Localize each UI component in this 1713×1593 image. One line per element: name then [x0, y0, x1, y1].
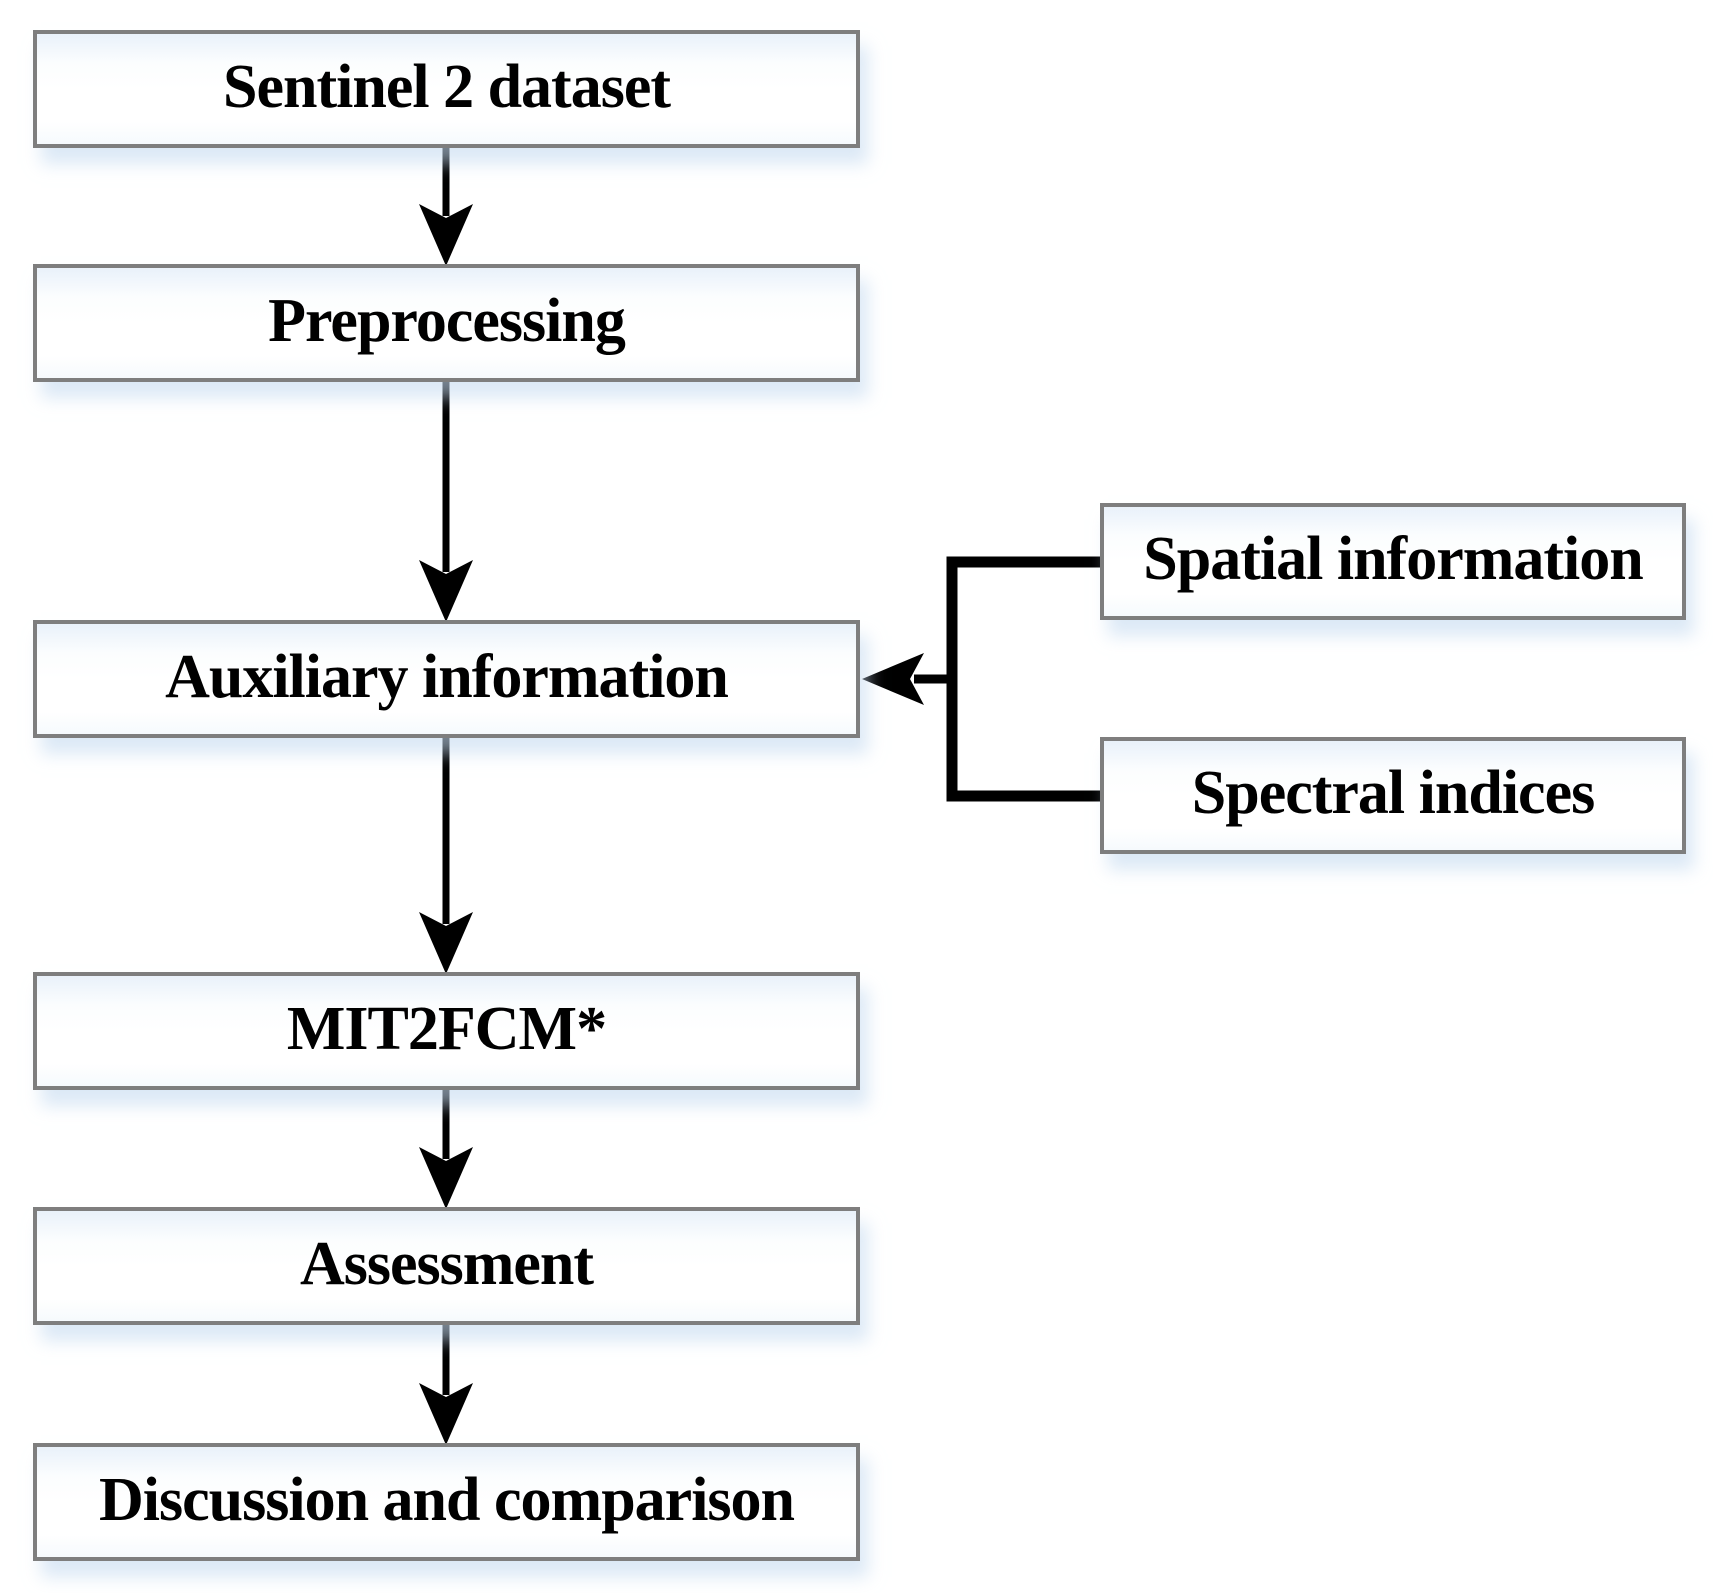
- node-label: Sentinel 2 dataset: [223, 52, 671, 121]
- arrow-bracket-to-auxiliary: [862, 653, 952, 705]
- node-preprocessing: Preprocessing: [33, 264, 860, 382]
- bracket-connector: [946, 556, 1100, 802]
- node-label: Spectral indices: [1191, 759, 1595, 827]
- arrow-auxiliary-to-mit2fcm: [419, 736, 473, 974]
- arrow-preprocessing-to-auxiliary: [419, 380, 473, 622]
- node-label: Spatial information: [1143, 525, 1643, 593]
- node-spectral-indices: Spectral indices: [1100, 737, 1686, 854]
- node-label: Preprocessing: [268, 286, 626, 355]
- node-label: Assessment: [299, 1229, 594, 1298]
- arrow-sentinel-to-preprocessing: [419, 146, 473, 266]
- node-sentinel-2-dataset: Sentinel 2 dataset: [33, 30, 860, 148]
- node-discussion-and-comparison: Discussion and comparison: [33, 1443, 860, 1561]
- node-assessment: Assessment: [33, 1207, 860, 1325]
- node-auxiliary-information: Auxiliary information: [33, 620, 860, 738]
- node-mit2fcm: MIT2FCM*: [33, 972, 860, 1090]
- arrow-assessment-to-discussion: [419, 1323, 473, 1445]
- node-label: Discussion and comparison: [98, 1465, 795, 1534]
- node-label: MIT2FCM*: [286, 994, 607, 1063]
- node-label: Auxiliary information: [165, 642, 729, 711]
- node-spatial-information: Spatial information: [1100, 503, 1686, 620]
- arrow-mit2fcm-to-assessment: [419, 1088, 473, 1209]
